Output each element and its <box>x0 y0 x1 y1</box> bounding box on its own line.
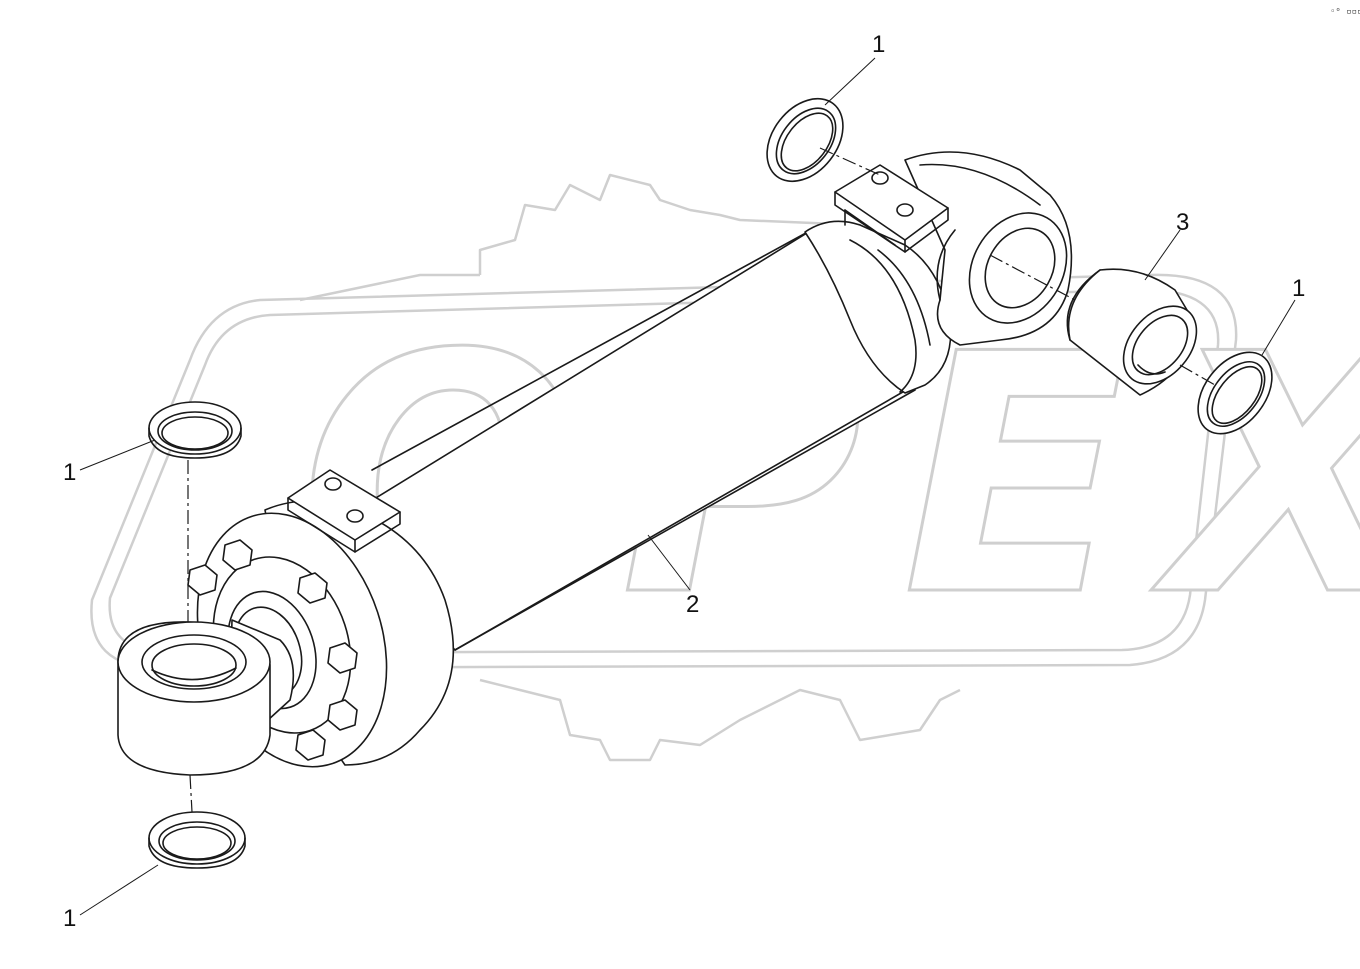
seal-ring-right <box>1197 351 1273 435</box>
seal-ring-left-lower <box>148 811 246 869</box>
callout-barrel: 2 <box>686 591 699 618</box>
callout-seal-left-lower: 1 <box>63 905 76 932</box>
leader-lines <box>79 57 1296 916</box>
rear-bracket <box>834 164 949 253</box>
rear-eye-mount <box>904 151 1073 346</box>
callout-seal-right: 1 <box>1292 275 1305 302</box>
front-bracket <box>287 469 401 553</box>
callout-seal-top: 1 <box>872 31 885 58</box>
bushing <box>1066 268 1198 396</box>
flange-bolts <box>187 539 358 761</box>
bolt-head <box>324 477 342 491</box>
bolt-head <box>871 171 889 185</box>
callout-bushing: 3 <box>1176 209 1189 236</box>
watermark-gear <box>299 173 961 762</box>
seal-ring-top <box>766 97 844 183</box>
rod-eye <box>117 619 295 776</box>
watermark-frame-inner <box>108 288 1220 655</box>
center-lines <box>187 147 1216 813</box>
callout-seal-left-upper: 1 <box>63 459 76 486</box>
watermark-frame <box>90 273 1238 670</box>
bolt-head <box>896 203 914 217</box>
corner-mark: ◦ᵒ ▫▫▫ <box>1330 7 1360 17</box>
seal-ring-left-upper <box>148 401 242 459</box>
callout-labels: 1 1 1 1 2 3 <box>63 31 1305 932</box>
bolt-head <box>346 509 364 523</box>
